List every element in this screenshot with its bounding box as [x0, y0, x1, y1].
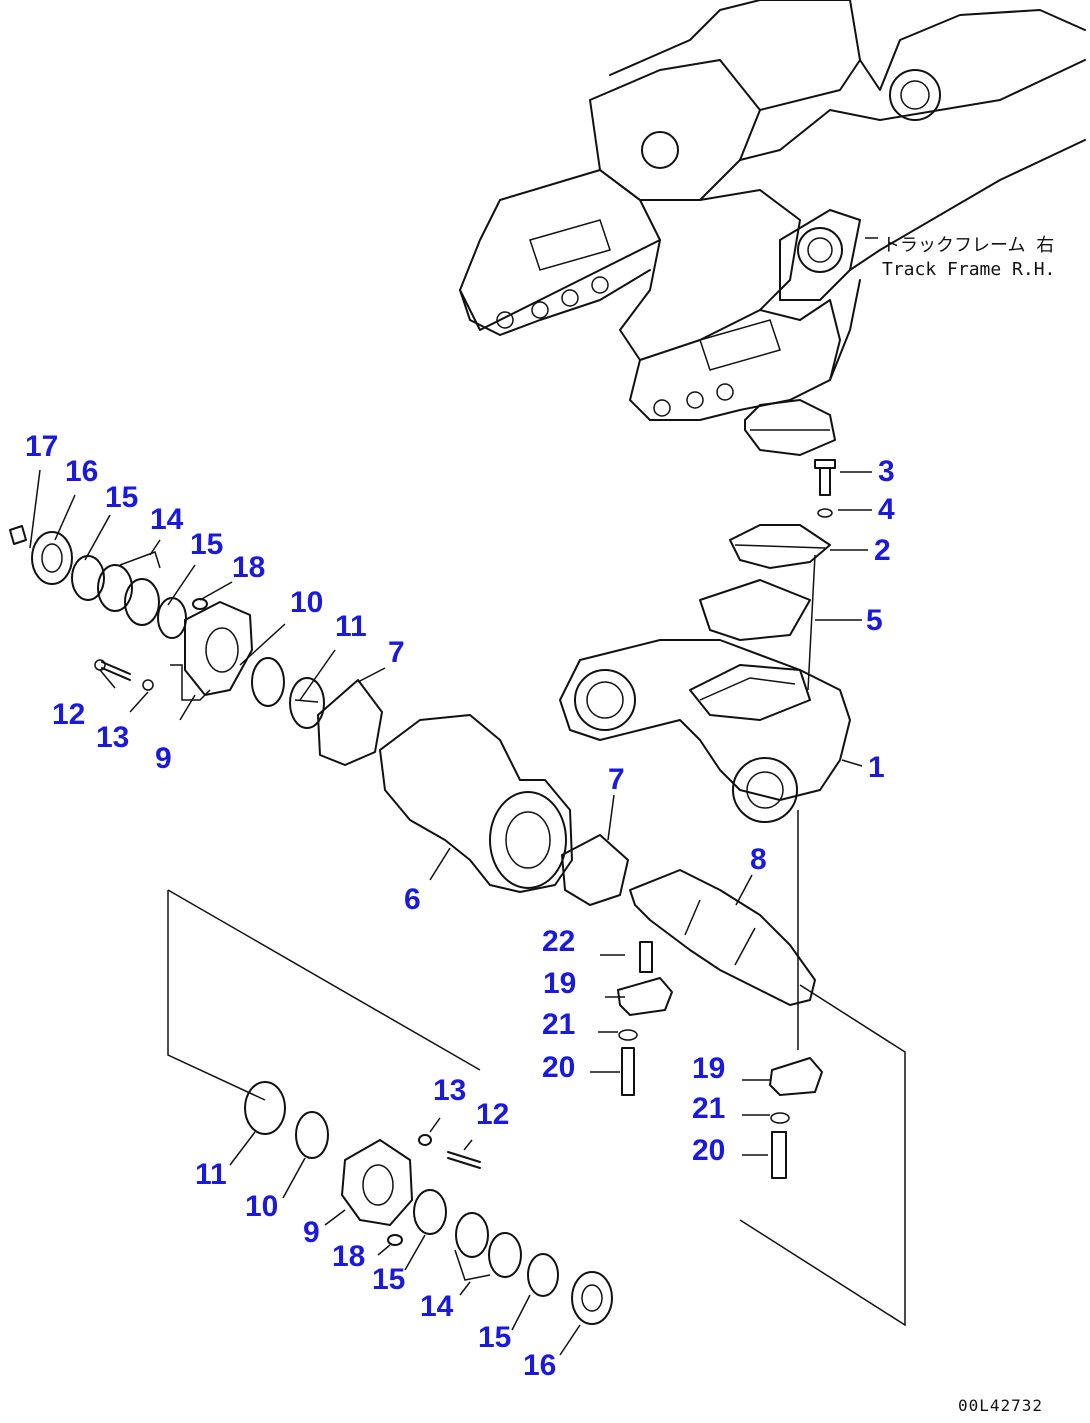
callout-10-upper[interactable]: 10 — [290, 586, 324, 619]
callout-14-upper[interactable]: 14 — [150, 503, 184, 536]
callout-13-upper[interactable]: 13 — [96, 721, 130, 754]
callout-10-lower[interactable]: 10 — [245, 1190, 279, 1223]
leader-lines — [29, 237, 878, 1356]
track-frame-drawing — [459, 0, 1086, 456]
callout-7-upper[interactable]: 7 — [388, 636, 405, 669]
callout-8[interactable]: 8 — [750, 843, 767, 876]
callout-9-lower[interactable]: 9 — [303, 1216, 320, 1249]
bogie-frame-drawing — [559, 459, 851, 823]
callout-13-lower[interactable]: 13 — [433, 1074, 467, 1107]
callout-15-b[interactable]: 15 — [190, 528, 224, 561]
assembly-lines — [119, 551, 906, 1327]
callout-9-upper[interactable]: 9 — [155, 742, 172, 775]
callout-2[interactable]: 2 — [874, 534, 891, 567]
callout-21-b[interactable]: 21 — [692, 1092, 726, 1125]
shaft-mount-group — [617, 941, 823, 1179]
callout-19-a[interactable]: 19 — [543, 967, 577, 1000]
track-frame-note-jp: トラックフレーム 右 — [882, 235, 1055, 256]
callout-16-upper[interactable]: 16 — [65, 455, 99, 488]
lower-roller-group — [244, 1081, 613, 1325]
callout-17[interactable]: 17 — [25, 430, 59, 463]
callout-18-lower[interactable]: 18 — [332, 1240, 366, 1273]
callout-12-upper[interactable]: 12 — [52, 698, 86, 731]
callout-5[interactable]: 5 — [866, 604, 883, 637]
callout-6[interactable]: 6 — [404, 883, 421, 916]
callout-15-c[interactable]: 15 — [372, 1263, 406, 1296]
callout-20-a[interactable]: 20 — [542, 1051, 576, 1084]
callout-20-b[interactable]: 20 — [692, 1134, 726, 1167]
track-frame-note-en: Track Frame R.H. — [882, 259, 1056, 280]
callout-19-b[interactable]: 19 — [692, 1052, 726, 1085]
callout-18-upper[interactable]: 18 — [232, 551, 266, 584]
callout-7-lower[interactable]: 7 — [608, 763, 625, 796]
callout-16-lower[interactable]: 16 — [523, 1349, 557, 1382]
callout-12-lower[interactable]: 12 — [476, 1098, 510, 1131]
callout-22[interactable]: 22 — [542, 925, 576, 958]
callout-1[interactable]: 1 — [868, 751, 885, 784]
upper-roller-group — [9, 525, 816, 1006]
drawing-number: 00L42732 — [958, 1396, 1044, 1415]
callout-15-d[interactable]: 15 — [478, 1321, 512, 1354]
callout-21-a[interactable]: 21 — [542, 1008, 576, 1041]
callout-15-a[interactable]: 15 — [105, 481, 139, 514]
callout-3[interactable]: 3 — [878, 455, 895, 488]
callout-11-upper[interactable]: 11 — [335, 610, 367, 643]
callout-4[interactable]: 4 — [878, 493, 895, 526]
callout-11-lower[interactable]: 11 — [195, 1158, 227, 1191]
callout-14-lower[interactable]: 14 — [420, 1290, 454, 1323]
